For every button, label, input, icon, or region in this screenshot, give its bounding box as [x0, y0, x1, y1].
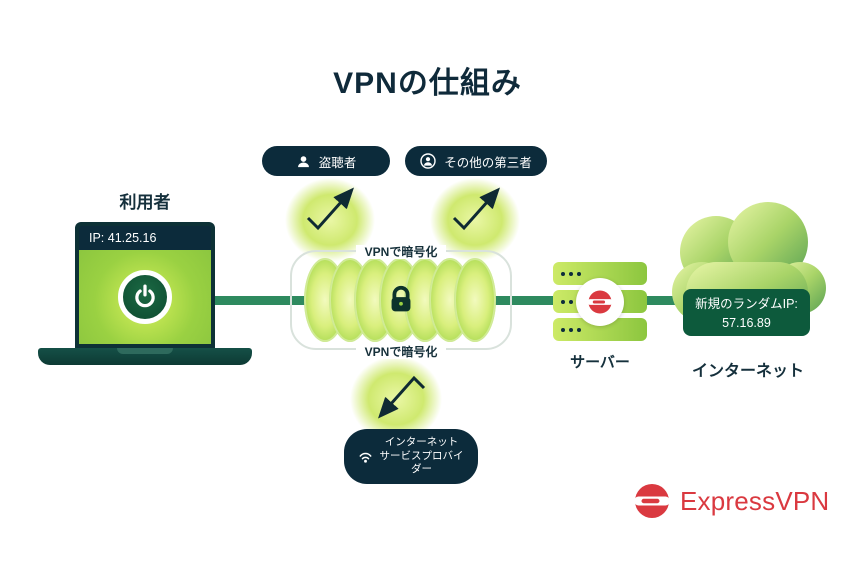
eavesdropper-label: 盗聴者 [318, 155, 357, 170]
expressvpn-server-icon [576, 278, 624, 326]
server-rack-bar [553, 262, 647, 285]
tunnel-coils [304, 258, 500, 342]
user-ip-badge: IP: 41.25.16 [79, 226, 211, 250]
power-button [118, 270, 172, 324]
isp-badge: インターネット サービスプロバイ ダー [344, 429, 478, 484]
internet-label: インターネット [691, 363, 804, 380]
server-rack-bar [553, 318, 647, 341]
isp-label: インターネット サービスプロバイ ダー [379, 436, 464, 476]
user-laptop-screen: IP: 41.25.16 [75, 222, 215, 348]
new-ip-value: 57.16.89 [722, 316, 771, 331]
lock-icon [384, 283, 418, 322]
third-party-badge: その他の第三者 [405, 146, 547, 176]
new-ip-title: 新規のランダムIP: [695, 297, 798, 311]
wifi-icon [359, 452, 371, 463]
expressvpn-logo-icon [634, 484, 670, 518]
power-icon [135, 284, 155, 308]
masked-person-icon [420, 153, 436, 169]
brand-name: ExpressVPN [680, 485, 830, 516]
blocked-arrow-isp [378, 375, 426, 419]
new-ip-badge: 新規のランダムIP: 57.16.89 [683, 289, 810, 336]
vpn-app-screen [79, 250, 211, 344]
spy-person-icon [297, 155, 309, 167]
expressvpn-brand: ExpressVPN [634, 483, 829, 519]
encryption-label-top: VPNで暗号化 [290, 243, 512, 261]
blocked-arrow-third-party [452, 187, 500, 231]
third-party-label: その他の第三者 [444, 155, 532, 170]
encryption-label-bottom: VPNで暗号化 [290, 343, 512, 361]
laptop-notch [117, 348, 173, 354]
user-label: 利用者 [119, 193, 171, 212]
page-title: VPNの仕組み [333, 67, 522, 100]
blocked-arrow-eavesdropper [306, 187, 354, 231]
laptop-base [38, 348, 252, 365]
eavesdropper-badge: 盗聴者 [262, 146, 390, 176]
server-label: サーバー [570, 354, 630, 371]
